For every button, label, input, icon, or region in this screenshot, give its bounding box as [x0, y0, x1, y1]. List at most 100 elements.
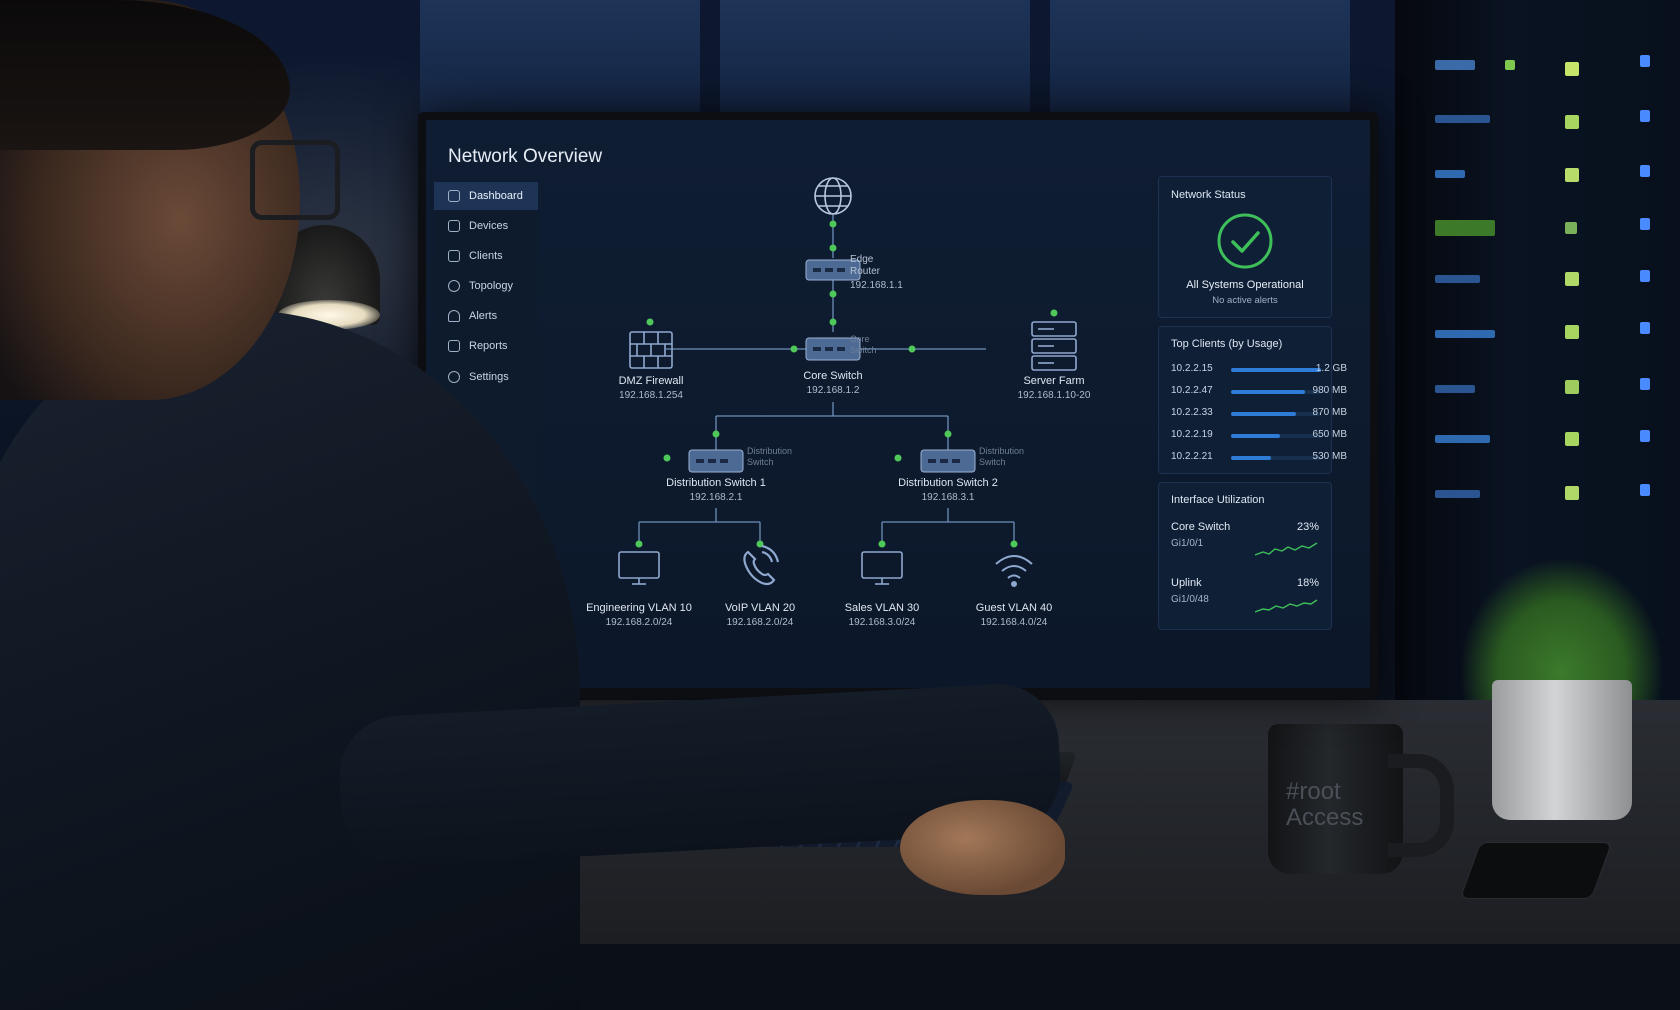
firewall-icon [629, 331, 673, 369]
rack-led [1640, 55, 1650, 67]
edge-router-name-line1: Edge [850, 254, 874, 265]
rack-led [1435, 170, 1465, 178]
sparkline [1255, 542, 1318, 556]
client-usage: 870 MB [1312, 407, 1347, 418]
usage-bar-track [1231, 434, 1321, 438]
sidebar-item-devices[interactable]: Devices [434, 212, 538, 240]
dist-switch-2-ip: 192.168.3.1 [921, 492, 975, 503]
usage-bar [1231, 434, 1280, 438]
iface-percent: 23% [1296, 521, 1319, 533]
network-status-panel: Network Status All Systems Operational N… [1158, 176, 1332, 318]
rack-led [1640, 270, 1650, 282]
rack-led [1565, 380, 1579, 394]
rack-led [1435, 330, 1495, 338]
usage-bar-track [1231, 368, 1321, 372]
vlan-subnet: 192.168.3.0/24 [848, 617, 916, 628]
iface-port: Gi1/0/1 [1171, 538, 1204, 549]
client-ip: 10.2.2.15 [1171, 363, 1213, 374]
globe-icon [814, 177, 852, 215]
sidebar-item-label: Alerts [469, 310, 498, 322]
switch-icon [920, 449, 976, 473]
rack-led [1640, 430, 1650, 442]
person-hair [0, 0, 290, 150]
rack-led [1505, 60, 1515, 70]
sidebar-item-clients[interactable]: Clients [434, 242, 538, 270]
sidebar-item-label: Dashboard [469, 190, 523, 202]
rack-led [1435, 275, 1480, 283]
vlan-name: Engineering VLAN 10 [586, 602, 692, 614]
mug-handle [1388, 754, 1454, 857]
edge-router-label: Edge Router [850, 254, 880, 278]
mug-print: #root Access [1286, 779, 1363, 831]
core-switch-ip: 192.168.1.2 [806, 385, 860, 396]
rack-led [1565, 62, 1579, 76]
client-ip: 10.2.2.21 [1171, 451, 1213, 462]
usage-bar-track [1231, 390, 1321, 394]
rack-led [1565, 115, 1579, 129]
status-sub-text: No active alerts [1212, 295, 1278, 306]
reports-icon [448, 340, 460, 352]
rack-led [1435, 220, 1495, 236]
sidebar-item-label: Devices [469, 220, 509, 232]
rack-led [1565, 325, 1579, 339]
screen: Network Overview Dashboard Devices Clien… [426, 120, 1370, 688]
dist-switch-1-faint-line2: Switch [747, 457, 774, 467]
sidebar-item-alerts[interactable]: Alerts [434, 302, 538, 330]
usage-bar [1231, 412, 1296, 416]
topology-links [618, 177, 1077, 587]
sidebar-item-label: Clients [469, 250, 503, 262]
rack-led [1640, 110, 1650, 122]
server-farm-name: Server Farm [1023, 375, 1085, 387]
dmz-firewall-ip: 192.168.1.254 [619, 390, 683, 401]
vlan-subnet: 192.168.2.0/24 [726, 617, 794, 628]
vlan-name: Sales VLAN 30 [844, 602, 920, 614]
monitor: Network Overview Dashboard Devices Clien… [418, 112, 1378, 699]
vlan-subnet: 192.168.2.0/24 [605, 617, 673, 628]
rack-led [1565, 222, 1577, 234]
dist-switch-1-ip: 192.168.2.1 [689, 492, 743, 503]
plant-pot [1492, 680, 1632, 820]
interface-utilization-panel: Interface Utilization Core Switch Gi1/0/… [1158, 482, 1332, 630]
client-ip: 10.2.2.19 [1171, 429, 1213, 440]
server-farm-ip: 192.168.1.10-20 [1017, 390, 1091, 401]
gear-icon [448, 371, 460, 383]
interface-utilization-title: Interface Utilization [1171, 494, 1265, 506]
dmz-firewall-name: DMZ Firewall [618, 375, 684, 387]
iface-name: Core Switch [1171, 521, 1231, 533]
dashboard-icon [448, 190, 460, 202]
sidebar-item-topology[interactable]: Topology [434, 272, 538, 300]
client-usage: 650 MB [1312, 429, 1347, 440]
sidebar-item-reports[interactable]: Reports [434, 332, 538, 360]
edge-router-ip: 192.168.1.1 [850, 280, 903, 291]
rack-led [1435, 385, 1475, 393]
person [0, 0, 580, 1010]
sparkline [1255, 599, 1318, 613]
rack-led [1640, 322, 1650, 334]
status-main-text: All Systems Operational [1186, 279, 1304, 291]
iface-port: Gi1/0/48 [1171, 594, 1209, 605]
phone-icon [743, 544, 780, 586]
sidebar-item-dashboard[interactable]: Dashboard [434, 182, 538, 210]
rack-led [1435, 60, 1475, 70]
dist-switch-2-faint-label: Distribution Switch [979, 446, 1024, 468]
core-switch-faint-line1: Core [850, 334, 870, 344]
smartphone [1459, 842, 1613, 899]
usage-bar [1231, 368, 1321, 372]
rack-led [1565, 486, 1579, 500]
rack-led [1435, 490, 1480, 498]
mug-text-line1: #root [1286, 778, 1341, 805]
usage-bar [1231, 390, 1305, 394]
rack-led [1640, 165, 1650, 177]
sidebar-item-label: Reports [469, 340, 508, 352]
switch-icon [688, 449, 744, 473]
client-usage: 530 MB [1312, 451, 1347, 462]
monitor-icon [861, 551, 903, 585]
sidebar-item-settings[interactable]: Settings [434, 363, 538, 391]
dist-switch-1-faint-line1: Distribution [747, 446, 793, 456]
client-row: 10.2.2.21 530 MB [1171, 451, 1347, 465]
vlan-name: Guest VLAN 40 [975, 602, 1053, 614]
potted-plant [1462, 560, 1662, 700]
bell-icon [448, 310, 460, 322]
